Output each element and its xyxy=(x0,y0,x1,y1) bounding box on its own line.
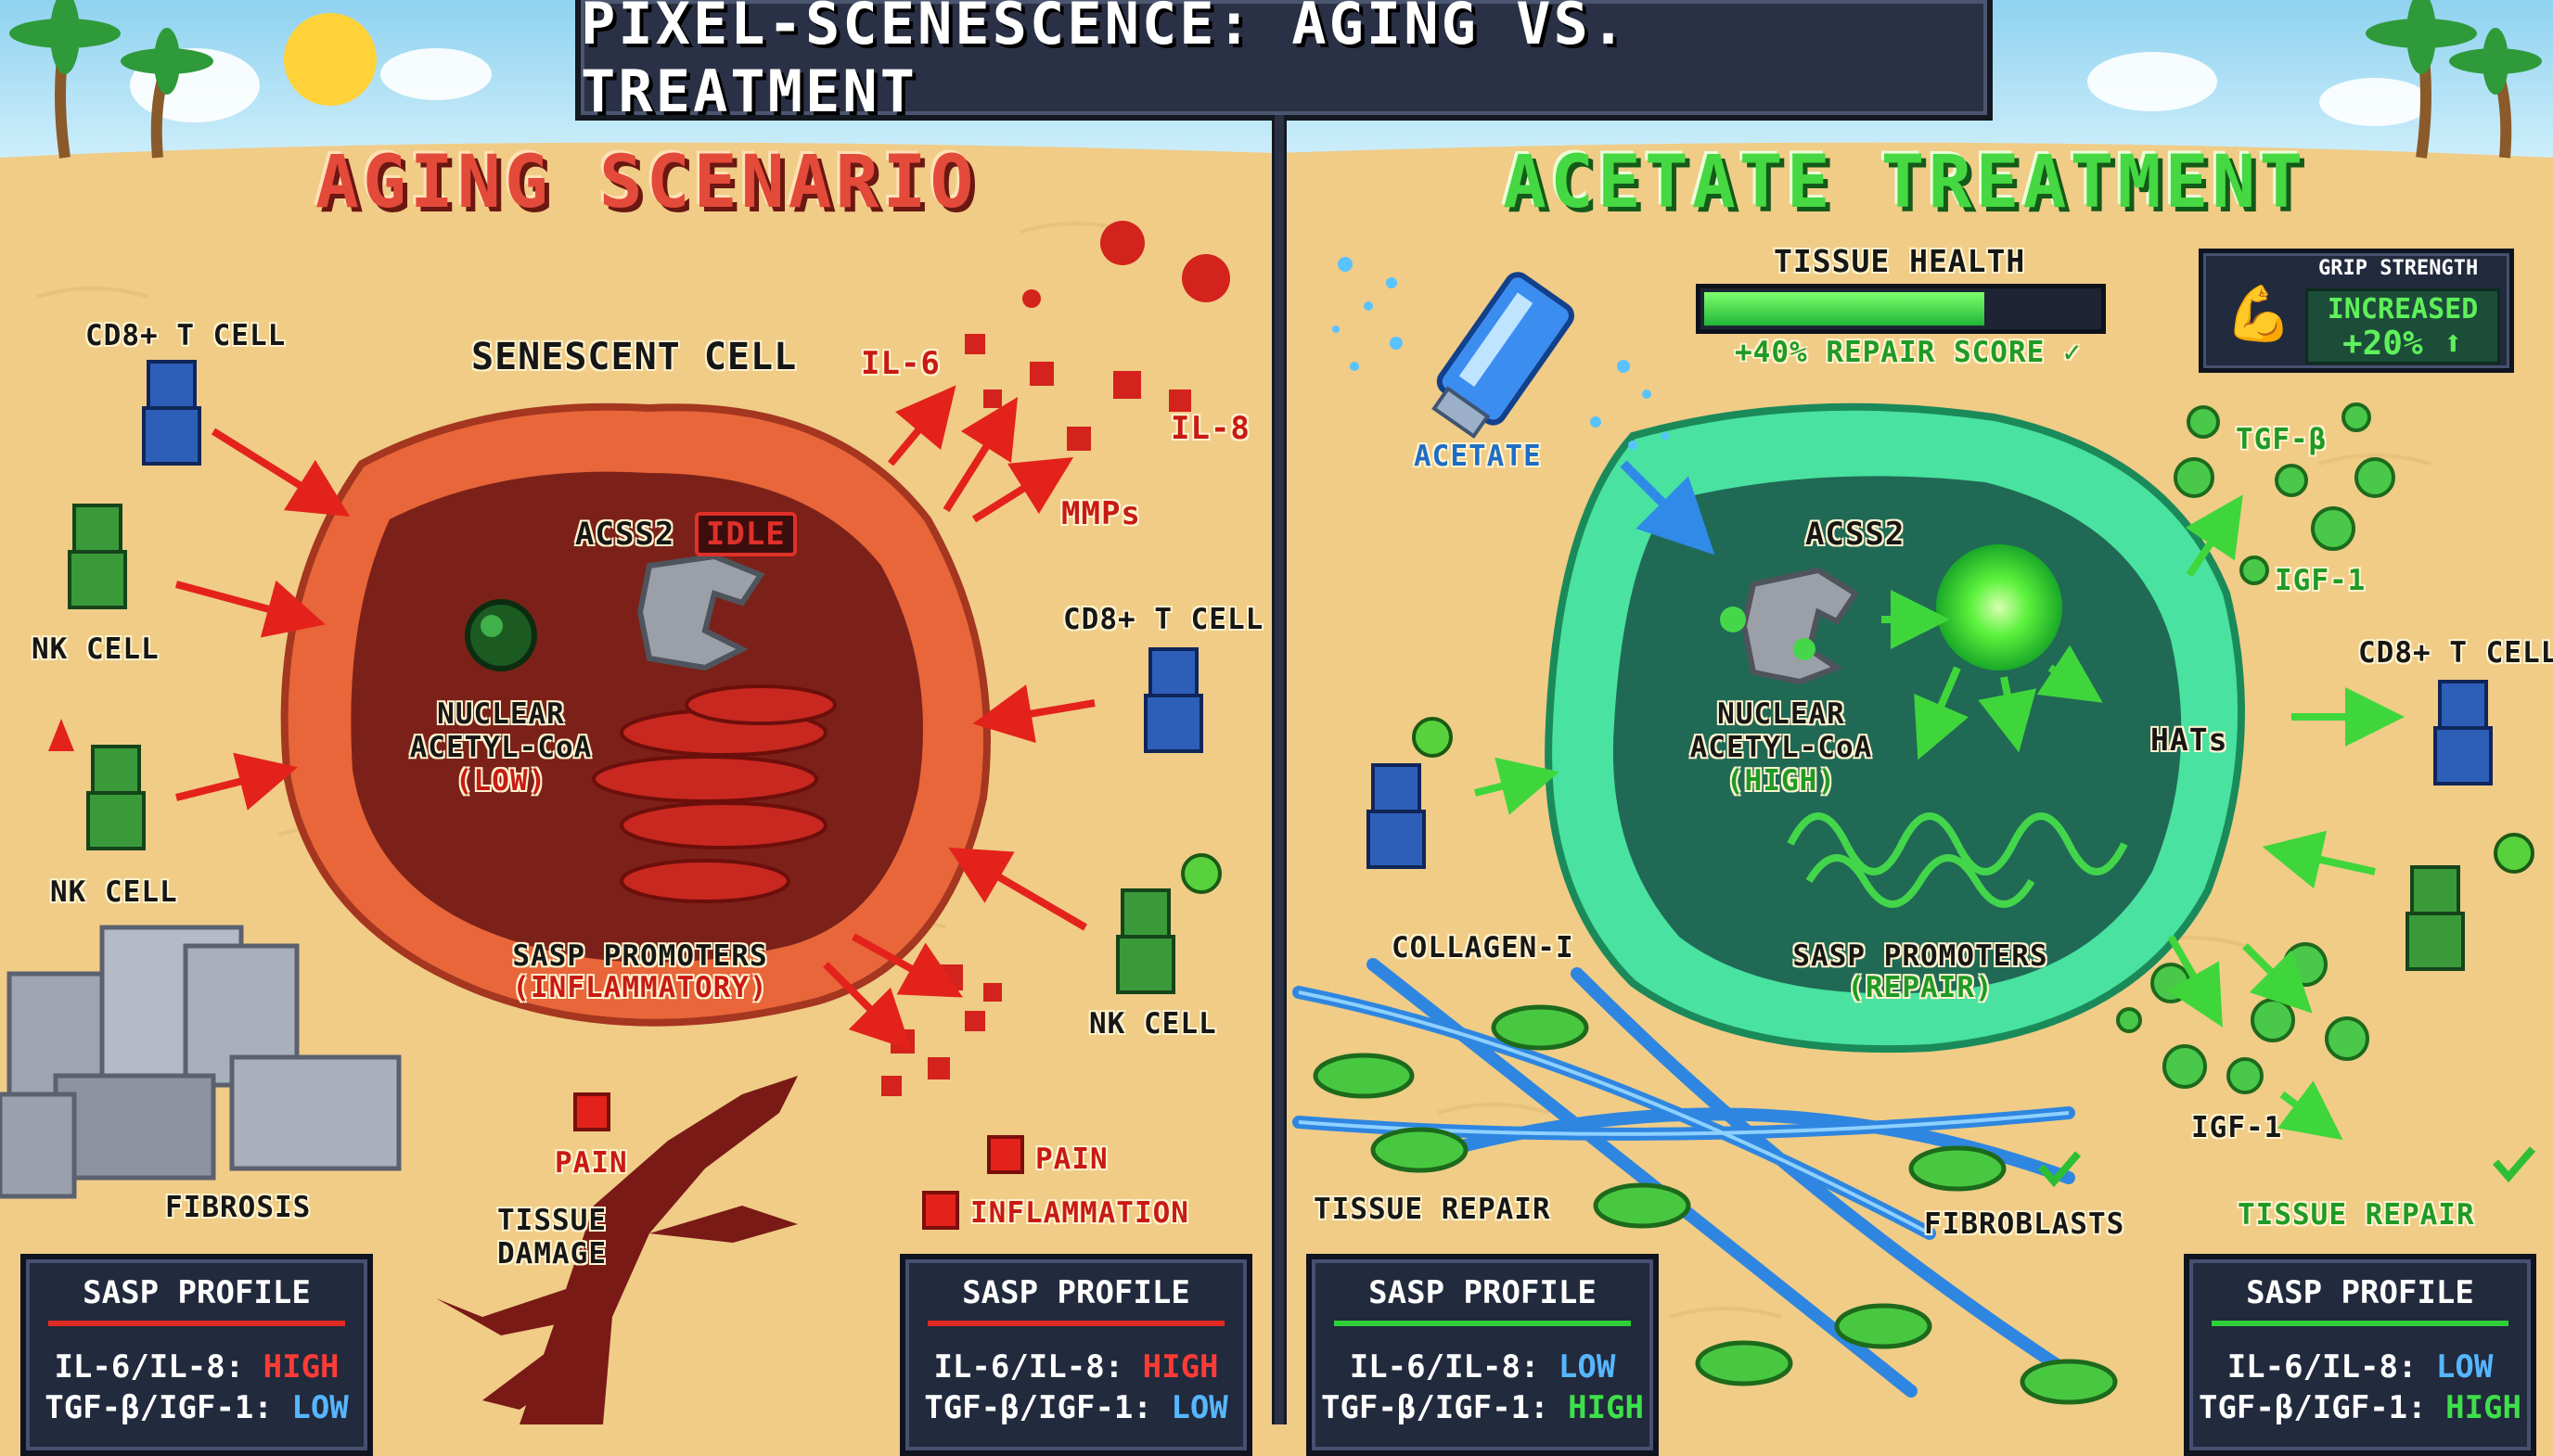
cd8-tcell-label-1: CD8+ T CELL xyxy=(85,319,287,352)
nuclear-aging-line2: ACETYL-CoA xyxy=(409,731,593,764)
panel-divider xyxy=(2212,1321,2508,1326)
bicep-icon: 💪 xyxy=(2225,282,2293,345)
sasp-treatment-line1: SASP PROMOTERS xyxy=(1792,939,2048,973)
row-label: TGF-β/IGF-1: xyxy=(924,1389,1152,1426)
grip-value: +20% xyxy=(2341,325,2423,363)
igf1-label-top: IGF-1 xyxy=(2275,564,2367,597)
nk-cell-label-2: NK CELL xyxy=(50,875,178,909)
row-value: LOW xyxy=(1171,1389,1228,1426)
treatment-heading: ACETATE TREATMENT xyxy=(1503,141,2307,224)
panel-row-1: IL-6/IL-8: LOW xyxy=(1312,1348,1653,1386)
acss2-aging-text: ACSS2 xyxy=(575,516,675,553)
igf1-label-bottom: IGF-1 xyxy=(2191,1111,2283,1144)
grip-strength-card: GRIP STRENGTH 💪 INCREASED +20% ⬆ xyxy=(2199,249,2514,373)
sasp-panel-treatment-right: SASP PROFILE IL-6/IL-8: LOW TGF-β/IGF-1:… xyxy=(2184,1254,2536,1456)
check-icon: ✓ xyxy=(2062,336,2082,369)
panel-row-1: IL-6/IL-8: HIGH xyxy=(905,1348,1247,1386)
pain-label-2: PAIN xyxy=(1035,1143,1109,1176)
fibroblasts-label: FIBROBLASTS xyxy=(1924,1207,2125,1241)
nuclear-treatment-line1: NUCLEAR xyxy=(1717,697,1845,731)
row-label: TGF-β/IGF-1: xyxy=(2198,1389,2427,1426)
tissue-health-label: TISSUE HEALTH xyxy=(1774,243,2026,279)
tissue-damage-label: TISSUE DAMAGE xyxy=(473,1204,631,1271)
repair-score-text: +40% REPAIR SCORE xyxy=(1735,336,2046,369)
il8-label: IL-8 xyxy=(1171,410,1251,447)
tgf-beta-label: TGF-β xyxy=(2236,423,2328,456)
grip-line1: INCREASED xyxy=(2327,293,2479,326)
row-label: IL-6/IL-8: xyxy=(1349,1348,1540,1386)
sasp-panel-aging-left: SASP PROFILE IL-6/IL-8: HIGH TGF-β/IGF-1… xyxy=(20,1254,373,1456)
sasp-panel-aging-right: SASP PROFILE IL-6/IL-8: HIGH TGF-β/IGF-1… xyxy=(900,1254,1252,1456)
sasp-promoters-treatment: SASP PROMOTERS (REPAIR) xyxy=(1753,940,2087,1003)
title-bar: PIXEL-SCENESCENCE: AGING VS. TREATMENT xyxy=(575,0,1993,125)
inflammation-label: INFLAMMATION xyxy=(970,1196,1189,1230)
page-title: PIXEL-SCENESCENCE: AGING VS. TREATMENT xyxy=(581,0,1629,125)
collagen-label: COLLAGEN-I xyxy=(1392,931,1574,964)
sasp-promoters-aging: SASP PROMOTERS (INFLAMMATORY) xyxy=(473,940,807,1003)
row-value: HIGH xyxy=(2445,1389,2521,1426)
tissue-damage-line1: TISSUE xyxy=(497,1204,607,1237)
sasp-aging-line2: (INFLAMMATORY) xyxy=(512,971,768,1004)
nuclear-aging-level: (LOW) xyxy=(455,764,547,798)
nuclear-treatment-level: (HIGH) xyxy=(1726,764,1836,798)
hats-label: HATs xyxy=(2150,722,2228,758)
repair-score-label: +40% REPAIR SCORE ✓ xyxy=(1735,336,2082,369)
tissue-damage-line2: DAMAGE xyxy=(497,1237,607,1271)
row-label: TGF-β/IGF-1: xyxy=(1320,1389,1549,1426)
sasp-panel-title: SASP PROFILE xyxy=(962,1274,1190,1311)
cd8-tcell-label-2: CD8+ T CELL xyxy=(1063,603,1264,636)
sasp-aging-line1: SASP PROMOTERS xyxy=(512,939,768,973)
panel-row-1: IL-6/IL-8: HIGH xyxy=(26,1348,367,1386)
row-value: LOW xyxy=(291,1389,349,1426)
grip-line2: +20% ⬆ xyxy=(2308,325,2497,363)
row-value: HIGH xyxy=(263,1348,340,1386)
tissue-health-bar xyxy=(1696,284,2106,334)
sasp-panel-title: SASP PROFILE xyxy=(83,1274,311,1311)
grip-strength-label: GRIP STRENGTH xyxy=(2318,257,2479,280)
row-value: LOW xyxy=(2435,1348,2494,1386)
row-label: TGF-β/IGF-1: xyxy=(45,1389,273,1426)
sasp-panel-treatment-left: SASP PROFILE IL-6/IL-8: LOW TGF-β/IGF-1:… xyxy=(1306,1254,1659,1456)
cd8-tcell-label-treatment: CD8+ T CELL xyxy=(2358,636,2553,670)
panel-row-2: TGF-β/IGF-1: LOW xyxy=(905,1389,1247,1426)
panel-divider xyxy=(1334,1321,1631,1326)
acetate-label: ACETATE xyxy=(1414,440,1542,473)
acss2-aging-label: ACSS2 IDLE xyxy=(575,512,797,556)
panel-row-2: TGF-β/IGF-1: LOW xyxy=(26,1389,367,1426)
nuclear-treatment-line2: ACETYL-CoA xyxy=(1689,731,1873,764)
sasp-panel-title: SASP PROFILE xyxy=(2246,1274,2474,1311)
mmps-label: MMPs xyxy=(1061,495,1141,532)
tissue-repair-label-right: TISSUE REPAIR xyxy=(2238,1198,2475,1232)
il6-label: IL-6 xyxy=(861,345,941,382)
nk-cell-label-1: NK CELL xyxy=(32,632,160,666)
panel-row-1: IL-6/IL-8: LOW xyxy=(2189,1348,2531,1386)
tissue-health-fill xyxy=(1704,292,1985,326)
panel-divider xyxy=(48,1321,345,1326)
row-label: IL-6/IL-8: xyxy=(54,1348,245,1386)
nuclear-acetyl-aging: NUCLEAR ACETYL-CoA (LOW) xyxy=(399,697,603,798)
panel-divider xyxy=(928,1321,1225,1326)
sasp-panel-title: SASP PROFILE xyxy=(1368,1274,1597,1311)
nk-cell-label-3: NK CELL xyxy=(1089,1007,1217,1041)
pain-label-1: PAIN xyxy=(555,1146,628,1180)
panel-row-2: TGF-β/IGF-1: HIGH xyxy=(2189,1389,2531,1426)
row-label: IL-6/IL-8: xyxy=(2226,1348,2418,1386)
senescent-cell-label: SENESCENT CELL xyxy=(471,336,798,378)
grip-strength-value-box: INCREASED +20% ⬆ xyxy=(2305,288,2500,364)
acss2-idle-badge: IDLE xyxy=(694,512,797,556)
acss2-treatment-label: ACSS2 xyxy=(1805,516,1905,553)
row-value: HIGH xyxy=(1568,1389,1644,1426)
center-divider xyxy=(1272,115,1287,1424)
aging-heading: AGING SCENARIO xyxy=(315,141,978,224)
nuclear-acetyl-treatment: NUCLEAR ACETYL-CoA (HIGH) xyxy=(1679,697,1883,798)
nuclear-aging-line1: NUCLEAR xyxy=(437,697,565,731)
arrow-up-icon: ⬆ xyxy=(2443,325,2464,363)
panel-row-2: TGF-β/IGF-1: HIGH xyxy=(1312,1389,1653,1426)
fibrosis-label: FIBROSIS xyxy=(165,1191,312,1224)
row-label: IL-6/IL-8: xyxy=(933,1348,1124,1386)
row-value: HIGH xyxy=(1142,1348,1219,1386)
row-value: LOW xyxy=(1558,1348,1616,1386)
tissue-repair-label-left: TISSUE REPAIR xyxy=(1314,1193,1551,1226)
sasp-treatment-line2: (REPAIR) xyxy=(1847,971,1994,1004)
